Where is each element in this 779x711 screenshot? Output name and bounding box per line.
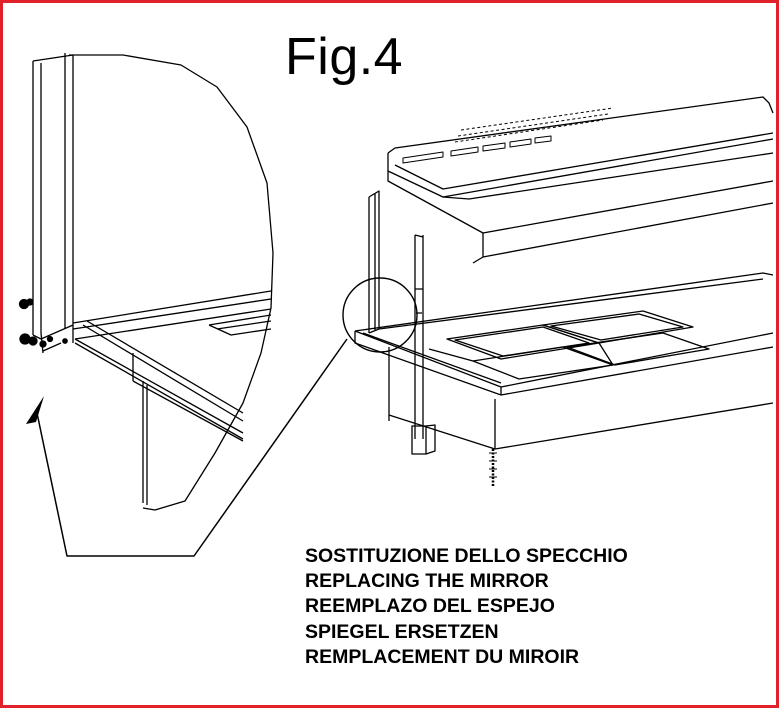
vent-grille (402, 107, 614, 164)
mirror-support (368, 190, 380, 334)
caption-fr: REMPLACEMENT DU MIROIR (305, 645, 580, 668)
detail-outline (69, 54, 274, 511)
frame-rail (72, 290, 272, 340)
screw-icon (18, 298, 68, 348)
caption-de: SPIEGEL ERSETZEN (305, 620, 499, 643)
figure-title: Fig.4 (285, 28, 404, 86)
caption-it: SOSTITUZIONE DELLO SPECCHIO (305, 545, 628, 567)
counter-body (388, 347, 774, 450)
caption-en: REPLACING THE MIRROR (305, 570, 549, 593)
mirror-post (32, 53, 74, 335)
caption-es: REEMPLAZO DEL ESPEJO (305, 595, 555, 618)
column-foot (411, 425, 427, 455)
mirror-post-top (32, 54, 74, 62)
main-view (354, 96, 774, 487)
detail-view (18, 53, 274, 511)
mirror-post-base (32, 324, 74, 340)
tray-wells (428, 310, 710, 380)
technical-drawing (18, 53, 774, 557)
caption-list: SOSTITUZIONE DELLO SPECCHIO REPLACING TH… (305, 544, 628, 670)
mirror-slot (208, 314, 272, 336)
canopy (387, 96, 774, 154)
pointer-arrow (26, 338, 348, 557)
